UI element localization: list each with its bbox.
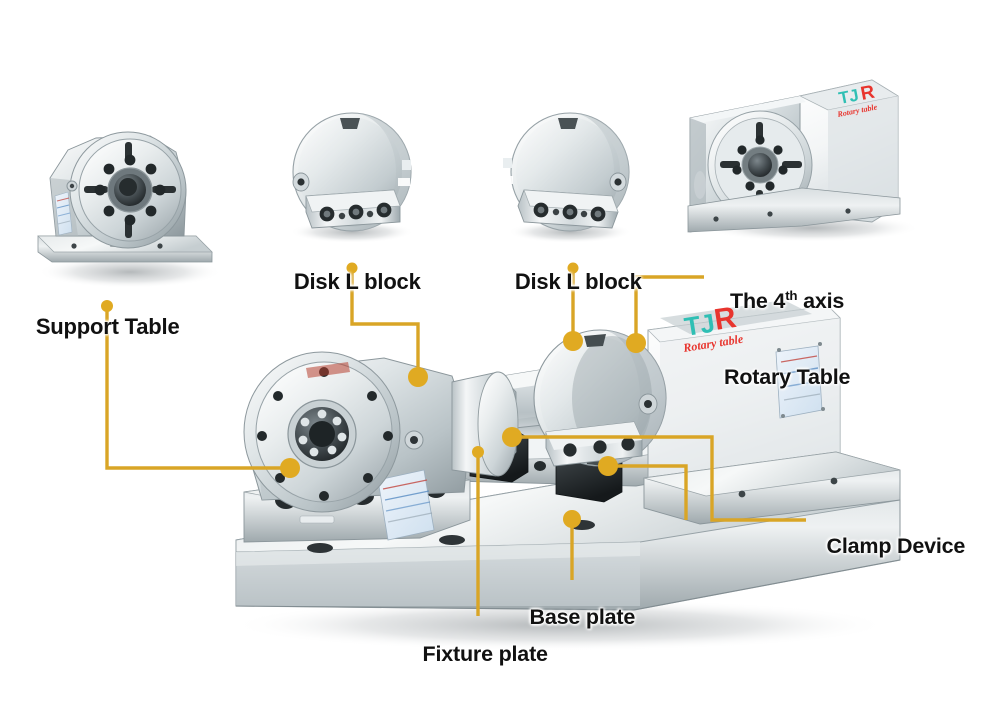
- callout-clamp-device[interactable]: Clamp Device: [815, 509, 966, 560]
- callout-disk-l-block-left-label: Disk L block: [293, 268, 421, 294]
- leader-clamp-upper: [512, 435, 806, 522]
- leader-clamp-lower: [608, 464, 688, 520]
- component-disk-l-block-1: [290, 112, 414, 243]
- leader-dots: [101, 262, 646, 528]
- dot-base-plate-target: [563, 510, 581, 528]
- callout-disk-l-block-right-label: Disk L block: [514, 268, 642, 294]
- callout-fourth-axis-ordinal: th: [785, 287, 798, 303]
- dot-disk-right-label: [567, 262, 579, 274]
- callout-clamp-device-label: Clamp Device: [826, 534, 966, 559]
- callout-base-plate-label: Base plate: [529, 605, 636, 630]
- callout-fixture-plate[interactable]: Fixture plate: [411, 617, 548, 668]
- dot-disk-left-target: [408, 367, 428, 387]
- callout-support-table-label: Support Table: [35, 313, 180, 339]
- callout-support-table[interactable]: Support Table: [24, 288, 180, 340]
- dot-rotary-table-target: [626, 333, 646, 353]
- component-support-table-standalone: [37, 131, 222, 288]
- dot-fixture-plate-target: [472, 446, 484, 458]
- callout-disk-l-block-right[interactable]: Disk L block: [503, 243, 642, 295]
- callout-fourth-axis-line2: Rotary Table: [724, 364, 851, 389]
- dot-clamp-upper-target: [502, 427, 522, 447]
- leader-support-table: [105, 306, 286, 470]
- callout-fourth-axis-line1: The 4th axis: [724, 288, 850, 315]
- callout-fourth-axis-post: axis: [797, 288, 845, 313]
- callout-fourth-axis-rotary-table[interactable]: The 4th axis Rotary Table: [724, 237, 850, 416]
- callout-base-plate[interactable]: Base plate: [518, 580, 636, 631]
- callout-fourth-axis-pre: The 4: [730, 288, 786, 313]
- dot-support-table-target: [280, 458, 300, 478]
- component-rotary-table-standalone: TJ R Rotary table: [687, 79, 920, 242]
- svg-text:TJ: TJ: [837, 85, 860, 107]
- main-rotary-table: TJ R Rotary table: [533, 300, 901, 525]
- dot-support-table-label: [101, 300, 113, 312]
- dot-disk-right-target: [563, 331, 583, 351]
- component-disk-l-block-2: [501, 112, 632, 243]
- leader-lines: [105, 268, 806, 616]
- dot-disk-left-label: [346, 262, 358, 274]
- svg-text:TJ: TJ: [682, 308, 717, 342]
- callout-disk-l-block-left[interactable]: Disk L block: [282, 243, 421, 295]
- dot-clamp-lower-target: [598, 456, 618, 476]
- leader-disk-l-block-left: [350, 268, 420, 374]
- callout-fixture-plate-label: Fixture plate: [422, 642, 548, 667]
- svg-text:R: R: [859, 82, 877, 105]
- leader-rotary-table: [634, 275, 704, 340]
